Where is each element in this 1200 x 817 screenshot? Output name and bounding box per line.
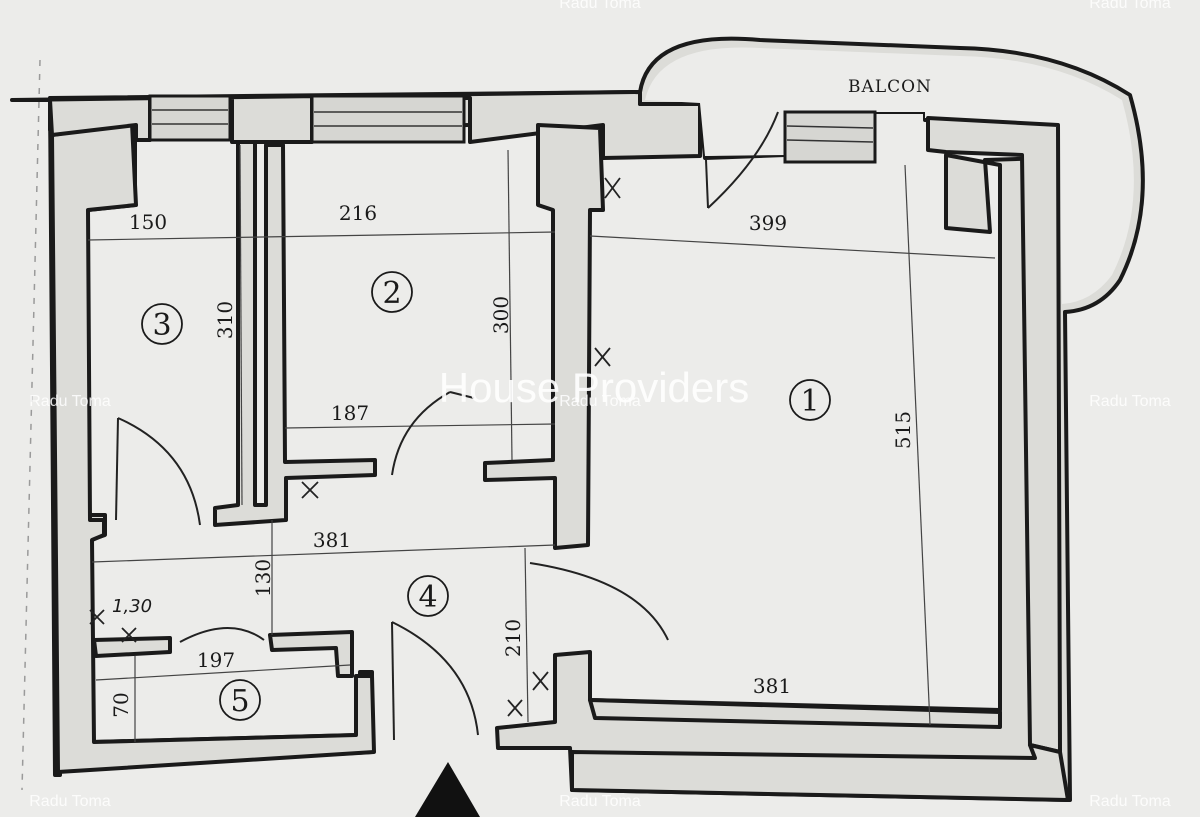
- room5-top-wall-right: [268, 630, 354, 678]
- window-room-2: [310, 94, 466, 144]
- dim-handwritten-130: 1,30: [112, 596, 152, 617]
- wall-room3-room2: [213, 140, 377, 527]
- room-4-label: 4: [418, 580, 437, 615]
- room-3-circle: [141, 303, 183, 345]
- dim-216: 216: [339, 201, 377, 225]
- room-4-circle: [407, 575, 449, 617]
- room-1-circle: [789, 379, 831, 421]
- fold-line: [21, 59, 41, 791]
- balcony-area: [645, 47, 1134, 304]
- room-5-circle: [219, 679, 261, 721]
- door-room-3: [117, 417, 201, 526]
- room1-walls: [495, 36, 1145, 802]
- balcony-label: BALCON: [848, 77, 932, 97]
- dim-187: 187: [331, 401, 369, 425]
- doors: [115, 111, 779, 741]
- room-3-label: 3: [152, 308, 171, 343]
- dim-70: 70: [109, 692, 133, 717]
- watermark-author-bottom-center: Radu Toma: [559, 793, 641, 810]
- room1-right-wall: [926, 116, 1062, 754]
- dim-310: 310: [213, 301, 237, 339]
- watermark-author-center: Radu Toma: [559, 393, 641, 410]
- watermark-author-right: Radu Toma: [1089, 393, 1171, 410]
- dim-300: 300: [489, 296, 513, 334]
- watermark-author-top-right: Radu Toma: [1089, 0, 1171, 12]
- dim-381-bottom: 381: [753, 674, 791, 698]
- north-arrow-icon: [415, 762, 480, 817]
- x-marks: [89, 177, 621, 717]
- dim-130: 130: [251, 559, 275, 597]
- watermark-main: House Providers: [439, 364, 749, 411]
- door-room-1: [529, 562, 669, 641]
- watermark-author-bottom-left: Radu Toma: [29, 793, 111, 810]
- room5-top-wall-left: [92, 636, 172, 658]
- dim-210: 210: [501, 619, 525, 657]
- watermark-author-bottom-right: Radu Toma: [1089, 793, 1171, 810]
- room-2-circle: [371, 271, 413, 313]
- dim-381-middle: 381: [313, 528, 351, 552]
- watermark-author-top-center: Radu Toma: [559, 0, 641, 12]
- window-room-1: [783, 110, 877, 164]
- room-2-label: 2: [382, 276, 401, 311]
- room1-bottom-inner-wall: [588, 698, 1002, 729]
- wall-room2-room1: [483, 123, 605, 550]
- room-1-label: 1: [800, 384, 819, 419]
- window-room-3: [148, 94, 232, 142]
- entrance-door: [391, 621, 479, 736]
- door-room-5: [179, 627, 265, 643]
- dim-150: 150: [129, 210, 167, 234]
- balcony-door: [707, 111, 779, 209]
- dim-197: 197: [197, 648, 235, 672]
- left-wall: [50, 121, 376, 774]
- dim-399: 399: [749, 211, 787, 235]
- door-room-2: [391, 391, 451, 476]
- dimension-lines: [87, 144, 996, 742]
- dim-515: 515: [891, 411, 915, 449]
- room1-bottom-outer-wall: [570, 743, 1070, 802]
- room-5-label: 5: [230, 684, 249, 719]
- watermark-author-left: Radu Toma: [29, 393, 111, 410]
